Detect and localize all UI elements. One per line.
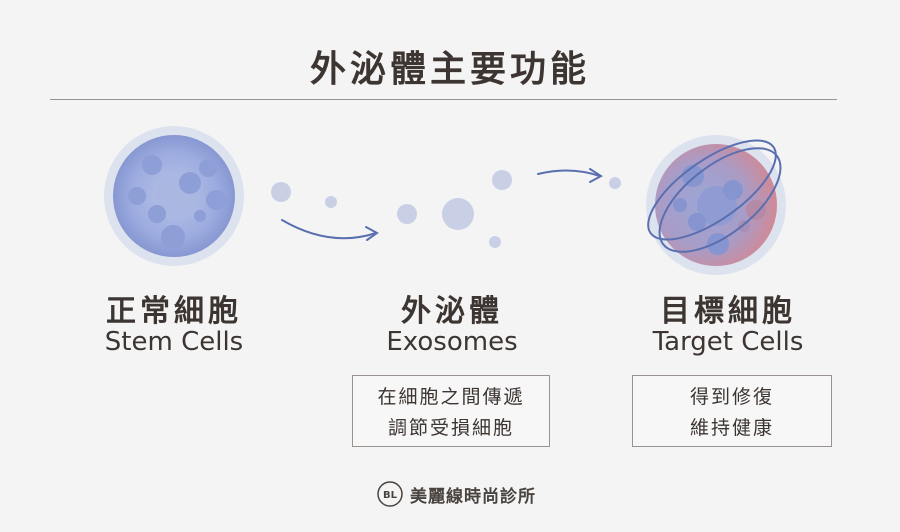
vesicle [609, 177, 621, 189]
stem-organelle [128, 187, 146, 205]
arrow-2 [537, 169, 601, 177]
target-description-line: 維持健康 [689, 417, 774, 439]
target-description: 得到修復 維持健康 [632, 375, 832, 447]
target-organelle [682, 165, 704, 187]
stage-exosome-subtitle: Exosomes [386, 327, 518, 357]
stem-organelle [161, 225, 185, 249]
stem-organelle [142, 155, 162, 175]
vesicle [489, 236, 501, 248]
vesicle [325, 196, 337, 208]
target-orbit-lines [647, 139, 782, 253]
vesicle [492, 170, 512, 190]
exosome-diagram [104, 126, 786, 275]
orbit-line [647, 139, 777, 241]
orbit-line [658, 147, 782, 253]
title-divider [50, 99, 837, 100]
vesicle [442, 198, 474, 230]
stage-target-subtitle: Target Cells [652, 327, 804, 357]
arrow-1 [281, 219, 377, 240]
exosome-description-line: 在細胞之間傳遞 [377, 386, 525, 408]
vesicle [271, 182, 291, 202]
page-title: 外泌體主要功能 [309, 48, 590, 90]
target-description-line: 得到修復 [689, 386, 774, 408]
exosome-description-line: 調節受損細胞 [387, 417, 514, 439]
exosome-vesicles [271, 170, 621, 248]
target-organelle [746, 200, 766, 220]
stem-organelle [148, 205, 166, 223]
target-organelle [723, 180, 743, 200]
stem-organelle [194, 210, 206, 222]
arrow-1-head [365, 226, 379, 241]
stage-stem-subtitle: Stem Cells [104, 327, 244, 357]
arrow-2-head [589, 168, 603, 183]
stem-organelle [199, 159, 217, 177]
clinic-logo: BL 美麗線時尚診所 [376, 480, 536, 508]
stem-organelle [179, 172, 201, 194]
flow-arrows [281, 168, 603, 241]
stem-organelle [206, 190, 226, 210]
stage-stem-title: 正常細胞 [106, 294, 242, 329]
clinic-logo-mark: BL [383, 490, 398, 501]
stage-target-title: 目標細胞 [660, 294, 796, 329]
target-organelle [688, 213, 706, 231]
target-cell [646, 135, 786, 275]
target-organelle [673, 198, 687, 212]
clinic-name: 美麗線時尚診所 [410, 486, 536, 507]
vesicle [397, 204, 417, 224]
clinic-logo-icon: BL [377, 481, 403, 507]
stem-cell [104, 126, 244, 266]
stage-exosome-title: 外泌體 [401, 294, 503, 329]
exosome-description: 在細胞之間傳遞 調節受損細胞 [352, 375, 550, 447]
